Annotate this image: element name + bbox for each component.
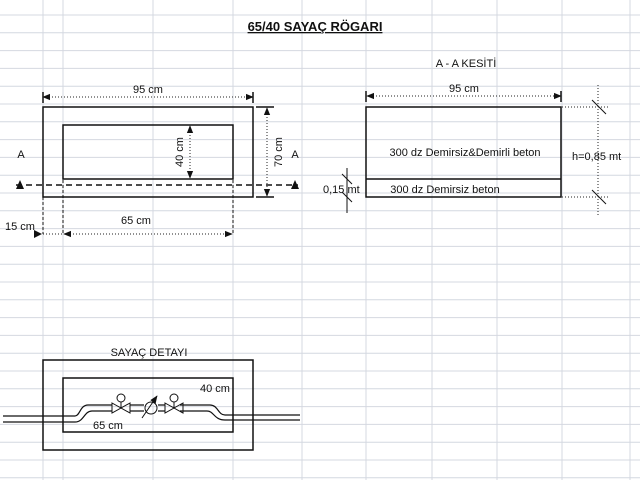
lower-thickness-label: 0,15 mt	[323, 184, 360, 196]
plan-width-label: 95 cm	[133, 84, 163, 96]
upper-layer-label: 300 dz Demirsiz&Demirli beton	[390, 147, 541, 159]
detail-height-label: 40 cm	[200, 383, 230, 395]
valve-icon	[111, 393, 131, 414]
inner-width-label: 65 cm	[121, 215, 151, 227]
offset-label: 15 cm	[5, 221, 35, 233]
meter-detail: SAYAÇ DETAYI 40 cm 65 cm	[3, 347, 300, 451]
meter-detail-title: SAYAÇ DETAYI	[111, 347, 188, 359]
section-width-label: 95 cm	[449, 83, 479, 95]
outer-height-label: 70 cm	[273, 137, 285, 167]
detail-width-label: 65 cm	[93, 420, 123, 432]
drawing-title: 65/40 SAYAÇ RÖGARI	[248, 19, 383, 34]
meter-gauge-icon	[141, 395, 158, 419]
section-title: A - A KESİTİ	[436, 57, 497, 70]
inner-height-label: 40 cm	[174, 137, 186, 167]
lower-layer-label: 300 dz Demirsiz beton	[390, 184, 499, 196]
outer-box	[42, 106, 254, 198]
section-mark-left: A	[17, 149, 25, 161]
plan-view: 95 cm 40 cm 70 cm A A 15 cm 65 cm	[5, 84, 299, 238]
valve-icon	[164, 393, 184, 414]
height-label: h=0,85 mt	[572, 151, 621, 163]
section-view: A - A KESİTİ 95 cm 300 dz Demirsiz&Demir…	[323, 57, 621, 215]
inner-box	[62, 124, 234, 180]
section-mark-right: A	[291, 149, 299, 161]
section-box	[365, 106, 562, 198]
